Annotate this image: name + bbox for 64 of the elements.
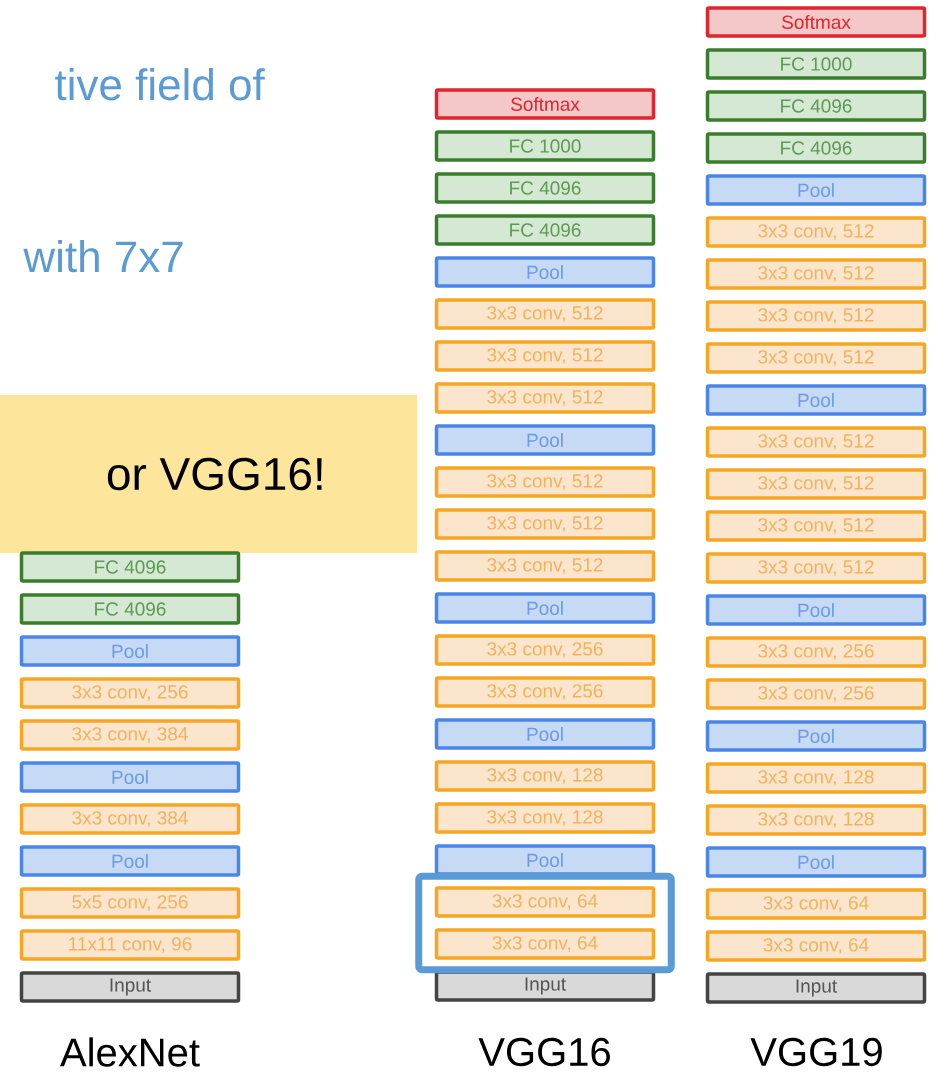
layer-box: 3x3 conv, 384 — [19, 803, 241, 835]
heading-text: with 7x7 — [23, 240, 183, 273]
layer-box: Softmax — [434, 88, 656, 120]
layer-box: 3x3 conv, 384 — [19, 719, 241, 751]
layer-box: Input — [19, 971, 241, 1003]
layer-box: 3x3 conv, 256 — [434, 634, 656, 666]
layer-box: Pool — [19, 635, 241, 667]
layer-box: 3x3 conv, 256 — [705, 678, 927, 710]
layer-box: Pool — [434, 844, 656, 876]
layer-box: Softmax — [705, 6, 927, 38]
layer-box: FC 1000 — [434, 130, 656, 162]
layer-box: FC 4096 — [434, 214, 656, 246]
layer-box: Input — [705, 972, 927, 1004]
layer-box: Pool — [19, 845, 241, 877]
layer-box: 3x3 conv, 512 — [705, 216, 927, 248]
layer-box: 3x3 conv, 256 — [705, 636, 927, 668]
layer-box: 5x5 conv, 256 — [19, 887, 241, 919]
layer-box: FC 4096 — [705, 90, 927, 122]
heading-text: tive field of — [55, 68, 265, 101]
layer-box: 3x3 conv, 128 — [705, 804, 927, 836]
highlight-frame — [415, 872, 675, 974]
layer-box: Pool — [705, 594, 927, 626]
layer-box: Pool — [434, 592, 656, 624]
layer-box: 11x11 conv, 96 — [19, 929, 241, 961]
layer-box: 3x3 conv, 512 — [705, 552, 927, 584]
layer-box: 3x3 conv, 512 — [434, 298, 656, 330]
column-title: AlexNet — [60, 1037, 200, 1067]
layer-box: 3x3 conv, 512 — [705, 510, 927, 542]
layer-box: Input — [434, 970, 656, 1002]
layer-box: FC 1000 — [705, 48, 927, 80]
callout-box: or VGG16! — [0, 395, 417, 553]
layer-box: Pool — [705, 846, 927, 878]
layer-box: 3x3 conv, 512 — [434, 340, 656, 372]
layer-box: 3x3 conv, 256 — [19, 677, 241, 709]
layer-box: FC 4096 — [705, 132, 927, 164]
layer-box: 3x3 conv, 512 — [434, 508, 656, 540]
layer-box: 3x3 conv, 64 — [434, 928, 656, 960]
layer-box: 3x3 conv, 512 — [434, 382, 656, 414]
layer-box: 3x3 conv, 512 — [434, 550, 656, 582]
layer-box: Pool — [434, 424, 656, 456]
layer-box: 3x3 conv, 256 — [434, 676, 656, 708]
layer-box: 3x3 conv, 64 — [705, 888, 927, 920]
layer-box: Pool — [19, 761, 241, 793]
layer-box: 3x3 conv, 64 — [705, 930, 927, 962]
layer-box: FC 4096 — [19, 551, 241, 583]
column-title: VGG19 — [750, 1037, 882, 1067]
layer-box: FC 4096 — [434, 172, 656, 204]
layer-box: 3x3 conv, 128 — [434, 802, 656, 834]
layer-box: Pool — [434, 256, 656, 288]
layer-box: 3x3 conv, 512 — [705, 426, 927, 458]
layer-box: 3x3 conv, 512 — [705, 258, 927, 290]
layer-box: 3x3 conv, 512 — [705, 468, 927, 500]
layer-box: Pool — [705, 720, 927, 752]
layer-box: 3x3 conv, 128 — [705, 762, 927, 794]
layer-box: 3x3 conv, 512 — [434, 466, 656, 498]
layer-box: 3x3 conv, 512 — [705, 300, 927, 332]
layer-box: 3x3 conv, 512 — [705, 342, 927, 374]
layer-box: 3x3 conv, 64 — [434, 886, 656, 918]
layer-box: FC 4096 — [19, 593, 241, 625]
layer-box: Pool — [705, 174, 927, 206]
layer-box: Pool — [705, 384, 927, 416]
layer-box: 3x3 conv, 128 — [434, 760, 656, 792]
column-title: VGG16 — [478, 1037, 610, 1067]
layer-box: Pool — [434, 718, 656, 750]
